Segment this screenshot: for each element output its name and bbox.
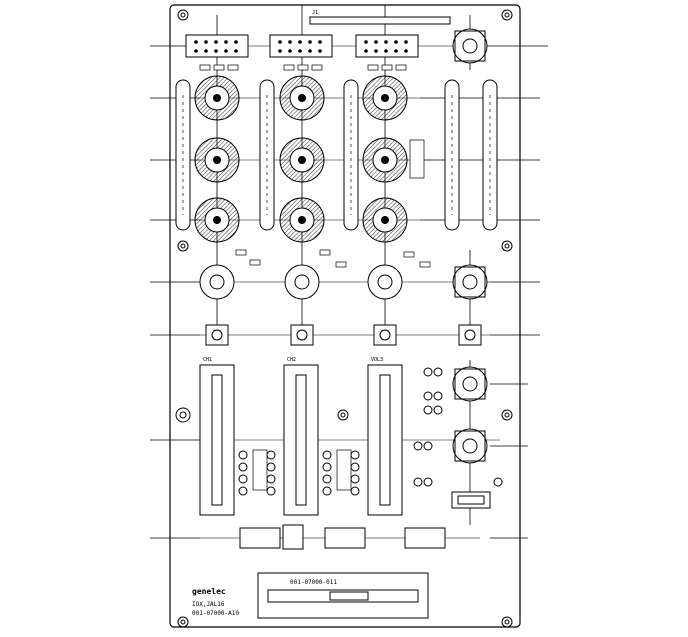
bottom-slider-slot xyxy=(267,589,419,603)
capacitors xyxy=(238,367,503,496)
model-line-1: IOX,JAL16 xyxy=(192,601,225,608)
rotary-knobs xyxy=(194,75,408,243)
mounting-holes xyxy=(175,9,513,628)
header-connectors-top xyxy=(185,34,419,58)
slot-connectors xyxy=(175,79,498,231)
fader-label-2: CH2 xyxy=(287,357,296,363)
center-part-number: 001-07000-011 xyxy=(290,579,337,586)
fuse xyxy=(457,495,485,505)
bottom-label-box xyxy=(257,572,429,619)
bottom-slider-knob xyxy=(329,591,369,601)
fader-slots xyxy=(199,364,403,516)
tact-switches xyxy=(205,324,482,346)
fader-label-3: VOL3 xyxy=(371,357,383,363)
top-connector xyxy=(309,16,451,25)
top-connector-label: J1 xyxy=(312,10,318,16)
model-line-2: 001-07000-A10 xyxy=(192,610,239,617)
smd-components xyxy=(199,64,431,491)
brand-logo: genelec xyxy=(192,587,226,596)
header-connectors-bottom xyxy=(239,524,446,550)
potentiometers xyxy=(199,28,488,464)
fader-label-1: CH1 xyxy=(203,357,212,363)
